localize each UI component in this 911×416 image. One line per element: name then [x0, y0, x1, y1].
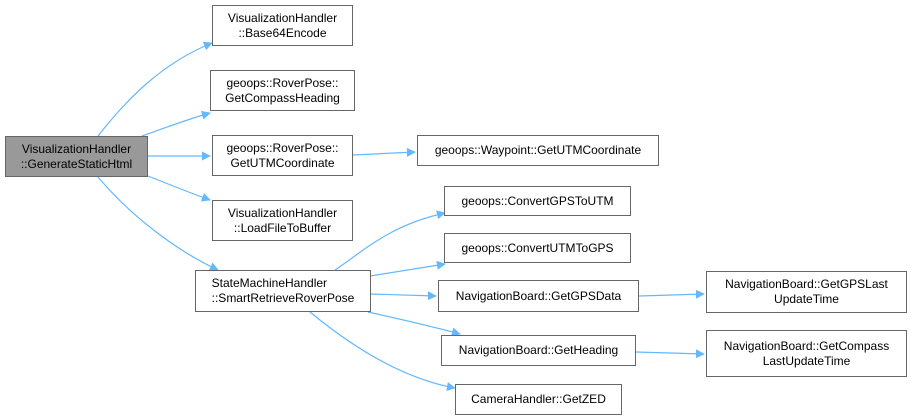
- node-compass[interactable]: geoops::RoverPose::GetCompassHeading: [210, 70, 355, 111]
- node-base64[interactable]: VisualizationHandler::Base64Encode: [212, 5, 353, 46]
- node-waypoint[interactable]: geoops::Waypoint::GetUTMCoordinate: [417, 135, 659, 166]
- edge-smart-to-heading: [367, 311, 461, 337]
- node-label: UpdateTime: [774, 292, 839, 306]
- node-label: geoops::ConvertUTMToGPS: [461, 240, 614, 255]
- node-label: VisualizationHandler: [21, 141, 132, 156]
- edge-heading-to-compasslast: [635, 349, 705, 359]
- node-label: VisualizationHandler: [227, 10, 338, 25]
- node-utmcoord[interactable]: geoops::RoverPose::GetUTMCoordinate: [212, 135, 353, 176]
- node-label: ::LoadFileToBuffer: [233, 220, 332, 235]
- node-label: ::Base64Encode: [238, 25, 327, 40]
- node-utm2gps[interactable]: geoops::ConvertUTMToGPS: [444, 233, 631, 263]
- node-label: VisualizationHandler: [227, 205, 338, 220]
- edge-root-to-base64: [97, 41, 213, 137]
- node-label: geoops::RoverPose::: [226, 75, 339, 90]
- node-label: GetUTMCoordinate: [230, 155, 335, 170]
- node-root[interactable]: VisualizationHandler::GenerateStaticHtml: [5, 136, 148, 177]
- edge-root-to-loadfile: [147, 175, 211, 202]
- node-smart[interactable]: StateMachineHandler::SmartRetrieveRoverP…: [195, 270, 371, 312]
- node-label: LastUpdateTime: [762, 353, 851, 368]
- node-label: StateMachineHandler: [211, 276, 328, 290]
- node-label: NavigationBoard::GetGPSLast: [725, 277, 888, 291]
- node-label: ::SmartRetrieveRoverPose: [211, 291, 355, 305]
- edge-utmcoord-to-waypoint: [352, 147, 416, 157]
- node-zed[interactable]: CameraHandler::GetZED: [455, 384, 622, 415]
- node-loadfile[interactable]: VisualizationHandler::LoadFileToBuffer: [212, 200, 353, 241]
- node-gpsdata[interactable]: NavigationBoard::GetGPSData: [438, 280, 639, 312]
- node-label: geoops::ConvertGPSToUTM: [461, 193, 614, 208]
- node-label: GetCompassHeading: [225, 90, 340, 105]
- edge-smart-to-utm2gps: [369, 260, 446, 277]
- node-gps2utm[interactable]: geoops::ConvertGPSToUTM: [444, 186, 631, 216]
- edge-gpsdata-to-gpslast: [638, 289, 705, 299]
- edge-root-to-smart: [97, 176, 219, 271]
- node-label: ::GenerateStaticHtml: [20, 156, 133, 171]
- edge-smart-to-gps2utm: [334, 210, 446, 271]
- edge-smart-to-gpsdata: [370, 291, 437, 301]
- edge-smart-to-zed: [309, 311, 456, 391]
- node-label: geoops::RoverPose::: [226, 140, 339, 155]
- node-label: NavigationBoard::GetGPSData: [455, 288, 622, 303]
- node-label: geoops::Waypoint::GetUTMCoordinate: [434, 143, 642, 157]
- node-label: NavigationBoard::GetCompass: [723, 338, 890, 353]
- node-label: NavigationBoard::GetHeading: [458, 343, 619, 357]
- node-label: CameraHandler::GetZED: [471, 392, 606, 406]
- edge-root-to-compass: [141, 110, 211, 137]
- node-heading[interactable]: NavigationBoard::GetHeading: [441, 335, 636, 366]
